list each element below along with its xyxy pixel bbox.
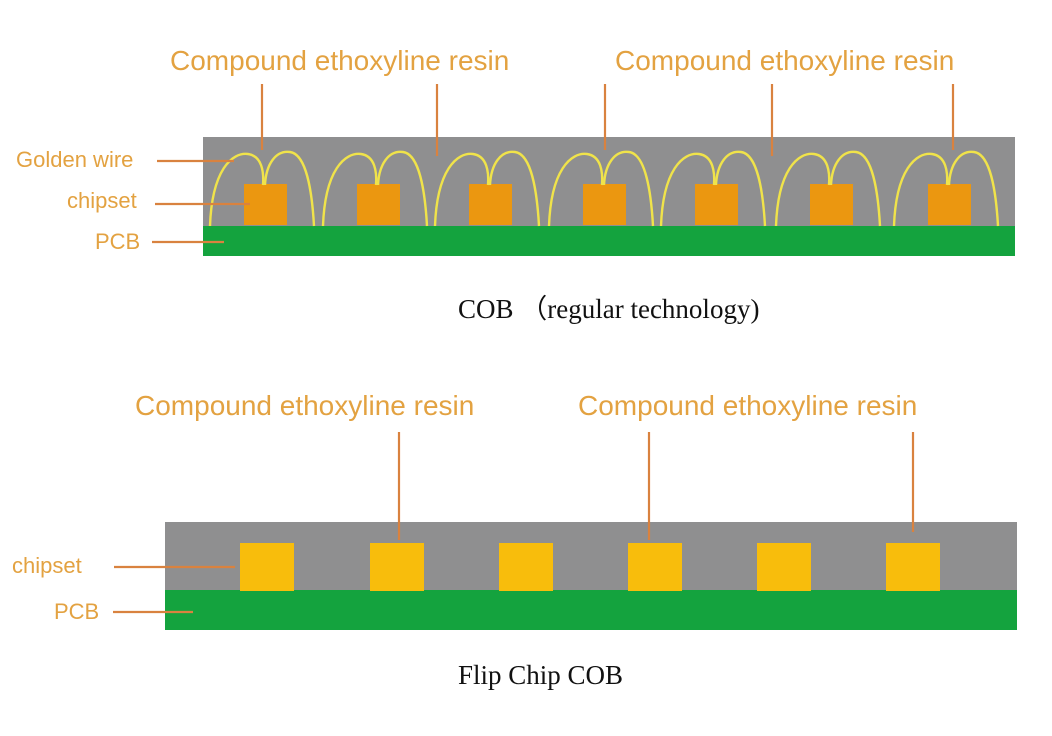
cob-pcb-layer	[203, 226, 1015, 256]
cob-golden-wire-label: Golden wire	[16, 147, 133, 172]
cob-resin-leaders	[260, 84, 955, 156]
golden-wire	[829, 150, 882, 227]
cob-golden-wires	[208, 150, 1000, 227]
flip-chip	[886, 543, 940, 591]
golden-wire	[488, 150, 541, 227]
cob-resin-label-left: Compound ethoxyline resin	[170, 45, 509, 76]
flip-chip-diagram: Compound ethoxyline resin Compound ethox…	[12, 390, 1017, 690]
cob-pcb-label: PCB	[95, 229, 140, 254]
flip-chip	[370, 543, 424, 591]
flip-chip	[628, 543, 682, 591]
golden-wire	[376, 150, 429, 227]
cob-chipset-label: chipset	[67, 188, 137, 213]
flip-resin-leaders	[397, 432, 915, 540]
golden-wire	[433, 152, 490, 227]
cob-caption: COB （regular technology)	[458, 294, 759, 324]
flip-chip	[757, 543, 811, 591]
flip-pcb-layer	[165, 590, 1017, 630]
cob-chips	[244, 184, 971, 225]
flip-chips	[240, 543, 940, 591]
golden-wire	[659, 152, 716, 227]
golden-wire	[774, 152, 831, 227]
flip-chip	[240, 543, 294, 591]
golden-wire	[714, 150, 767, 227]
golden-wire	[892, 152, 949, 227]
cob-chip	[695, 184, 738, 225]
flip-resin-label-left: Compound ethoxyline resin	[135, 390, 474, 421]
flip-chip	[499, 543, 553, 591]
cob-chip	[583, 184, 626, 225]
golden-wire	[321, 152, 378, 227]
golden-wire	[947, 150, 1000, 227]
cob-chip	[928, 184, 971, 225]
cob-chip	[244, 184, 287, 225]
flip-caption: Flip Chip COB	[458, 660, 623, 690]
cob-chip	[469, 184, 512, 225]
flip-resin-label-right: Compound ethoxyline resin	[578, 390, 917, 421]
golden-wire	[602, 150, 655, 227]
golden-wire	[263, 150, 316, 227]
flip-chipset-label: chipset	[12, 553, 82, 578]
cob-resin-label-right: Compound ethoxyline resin	[615, 45, 954, 76]
golden-wire	[208, 152, 265, 227]
cob-chip	[810, 184, 853, 225]
cob-chip	[357, 184, 400, 225]
cob-diagram: Compound ethoxyline resin Compound ethox…	[16, 45, 1015, 324]
flip-pcb-label: PCB	[54, 599, 99, 624]
golden-wire	[547, 152, 604, 227]
flip-resin-layer	[165, 522, 1017, 594]
